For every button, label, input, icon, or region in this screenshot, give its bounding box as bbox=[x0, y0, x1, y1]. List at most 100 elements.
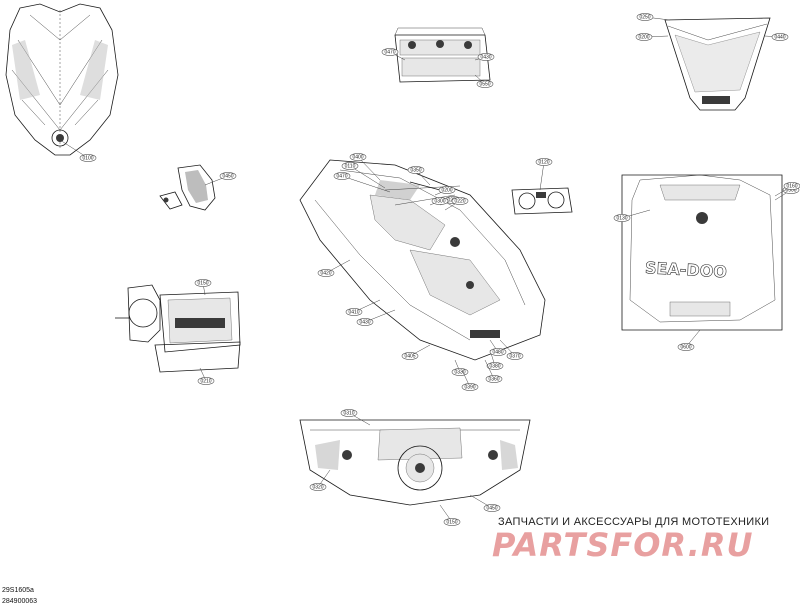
callout-bubble bbox=[771, 33, 789, 41]
callout-label: 0350 bbox=[410, 168, 421, 174]
callout-0100: 0100 bbox=[59, 139, 97, 162]
callout-0200: 0200 bbox=[635, 33, 669, 41]
callout-bubble bbox=[345, 308, 363, 316]
callout-label: 0390 bbox=[464, 385, 475, 391]
callout-label: 0480 bbox=[492, 350, 503, 356]
hood-top-view bbox=[5, 3, 119, 156]
callout-bubble bbox=[486, 362, 504, 370]
callout-bubble bbox=[349, 153, 367, 161]
callout-0450: 0450 bbox=[469, 494, 501, 512]
callout-0600: 0600 bbox=[677, 329, 701, 351]
callout-bubble bbox=[489, 348, 507, 356]
callout-leader bbox=[357, 156, 381, 181]
callout-label: 0100 bbox=[82, 156, 93, 162]
callout-label: 0400 bbox=[352, 155, 363, 161]
callout-bubble bbox=[451, 197, 469, 205]
callout-0480: 0480 bbox=[489, 339, 507, 356]
callout-label: 0440 bbox=[774, 35, 785, 41]
callout-bubble bbox=[197, 377, 215, 385]
rear-bumper-view bbox=[299, 419, 531, 506]
callout-bubble bbox=[219, 172, 237, 180]
callout-label: 0300 bbox=[434, 199, 445, 205]
callout-0310: 0310 bbox=[340, 409, 371, 426]
callout-0440: 0440 bbox=[764, 33, 789, 41]
callout-label: 0310 bbox=[343, 411, 354, 417]
callout-label: 0200 bbox=[638, 35, 649, 41]
callout-label: 0550 bbox=[479, 82, 490, 88]
callout-bubble bbox=[407, 166, 425, 174]
callout-0550: 0550 bbox=[474, 74, 494, 88]
callout-leader bbox=[539, 161, 545, 191]
callout-bubble bbox=[333, 172, 351, 180]
callout-label: 0380 bbox=[489, 364, 500, 370]
callout-label: 0210 bbox=[200, 379, 211, 385]
callout-bubble bbox=[506, 352, 524, 360]
callout-label: 0250 bbox=[639, 15, 650, 21]
callout-bubble bbox=[636, 13, 654, 21]
watermark-logo: PARTSFOR.RU bbox=[492, 526, 754, 564]
callout-0430: 0430 bbox=[356, 309, 396, 326]
watercraft-main bbox=[299, 159, 546, 361]
callout-bubble bbox=[461, 383, 479, 391]
callout-0210: 0210 bbox=[197, 367, 215, 385]
callout-bubble bbox=[341, 162, 359, 170]
callout-bubble bbox=[613, 214, 631, 222]
callout-0120: 0120 bbox=[535, 158, 553, 191]
callout-label: 0450 bbox=[222, 174, 233, 180]
callout-0110: 0110 bbox=[341, 162, 386, 189]
callout-label: 0430 bbox=[359, 320, 370, 326]
callout-label: 0470 bbox=[336, 174, 347, 180]
callout-bubble bbox=[194, 279, 212, 287]
callout-0150: 0150 bbox=[439, 504, 461, 526]
callout-label: 0220 bbox=[454, 199, 465, 205]
callout-label: 0330 bbox=[454, 370, 465, 376]
callout-0160: 0160 bbox=[774, 182, 800, 197]
callout-0430: 0430 bbox=[474, 53, 495, 61]
callout-bubble bbox=[381, 48, 399, 56]
rear-deck-detail: SEA-DOO bbox=[621, 174, 783, 331]
callout-label: 0120 bbox=[538, 160, 549, 166]
part-number: 284900063 bbox=[2, 598, 38, 605]
callout-bubble bbox=[535, 158, 553, 166]
callout-bubble bbox=[431, 197, 449, 205]
callout-0220: 0220 bbox=[444, 197, 469, 211]
callout-bubble bbox=[317, 269, 335, 277]
callout-0300: 0300 bbox=[429, 197, 449, 206]
callout-0370: 0370 bbox=[499, 339, 524, 360]
callout-label: 0130 bbox=[616, 216, 627, 222]
callout-label: 0450 bbox=[486, 506, 497, 512]
callout-0330: 0330 bbox=[451, 359, 469, 376]
callout-0405: 0405 bbox=[401, 344, 431, 360]
callout-label: 0470 bbox=[384, 50, 395, 56]
callout-label: 0320 bbox=[312, 485, 323, 491]
callout-leader bbox=[341, 175, 391, 193]
callout-0200: 0200 bbox=[434, 186, 456, 196]
callout-label: 0150 bbox=[446, 520, 457, 526]
callout-bubble bbox=[356, 318, 374, 326]
callout-bubble bbox=[485, 375, 503, 383]
handle-grip-part bbox=[159, 164, 216, 211]
callout-0150: 0150 bbox=[194, 279, 212, 296]
callout-0470: 0470 bbox=[333, 172, 391, 193]
callout-label: 0500 bbox=[785, 188, 796, 194]
callout-0400: 0400 bbox=[349, 153, 381, 181]
callout-0350: 0350 bbox=[407, 166, 431, 186]
callout-label: 0160 bbox=[786, 184, 797, 190]
callout-0450: 0450 bbox=[204, 172, 237, 186]
callout-0420: 0420 bbox=[317, 259, 351, 277]
callout-leader bbox=[349, 165, 386, 189]
callout-0470: 0470 bbox=[381, 48, 406, 61]
callout-bubble bbox=[401, 352, 419, 360]
storage-compartment bbox=[394, 27, 491, 83]
callout-label: 0600 bbox=[680, 345, 691, 351]
callout-bubble bbox=[476, 80, 494, 88]
callout-bubble bbox=[635, 33, 653, 41]
callout-label: 0420 bbox=[320, 271, 331, 277]
callout-label: 0405 bbox=[404, 354, 415, 360]
callout-bubble bbox=[783, 182, 800, 190]
callout-0360: 0360 bbox=[484, 359, 503, 383]
callout-bubble bbox=[309, 483, 327, 491]
callout-bubble bbox=[340, 409, 358, 417]
callout-bubble bbox=[438, 186, 456, 194]
